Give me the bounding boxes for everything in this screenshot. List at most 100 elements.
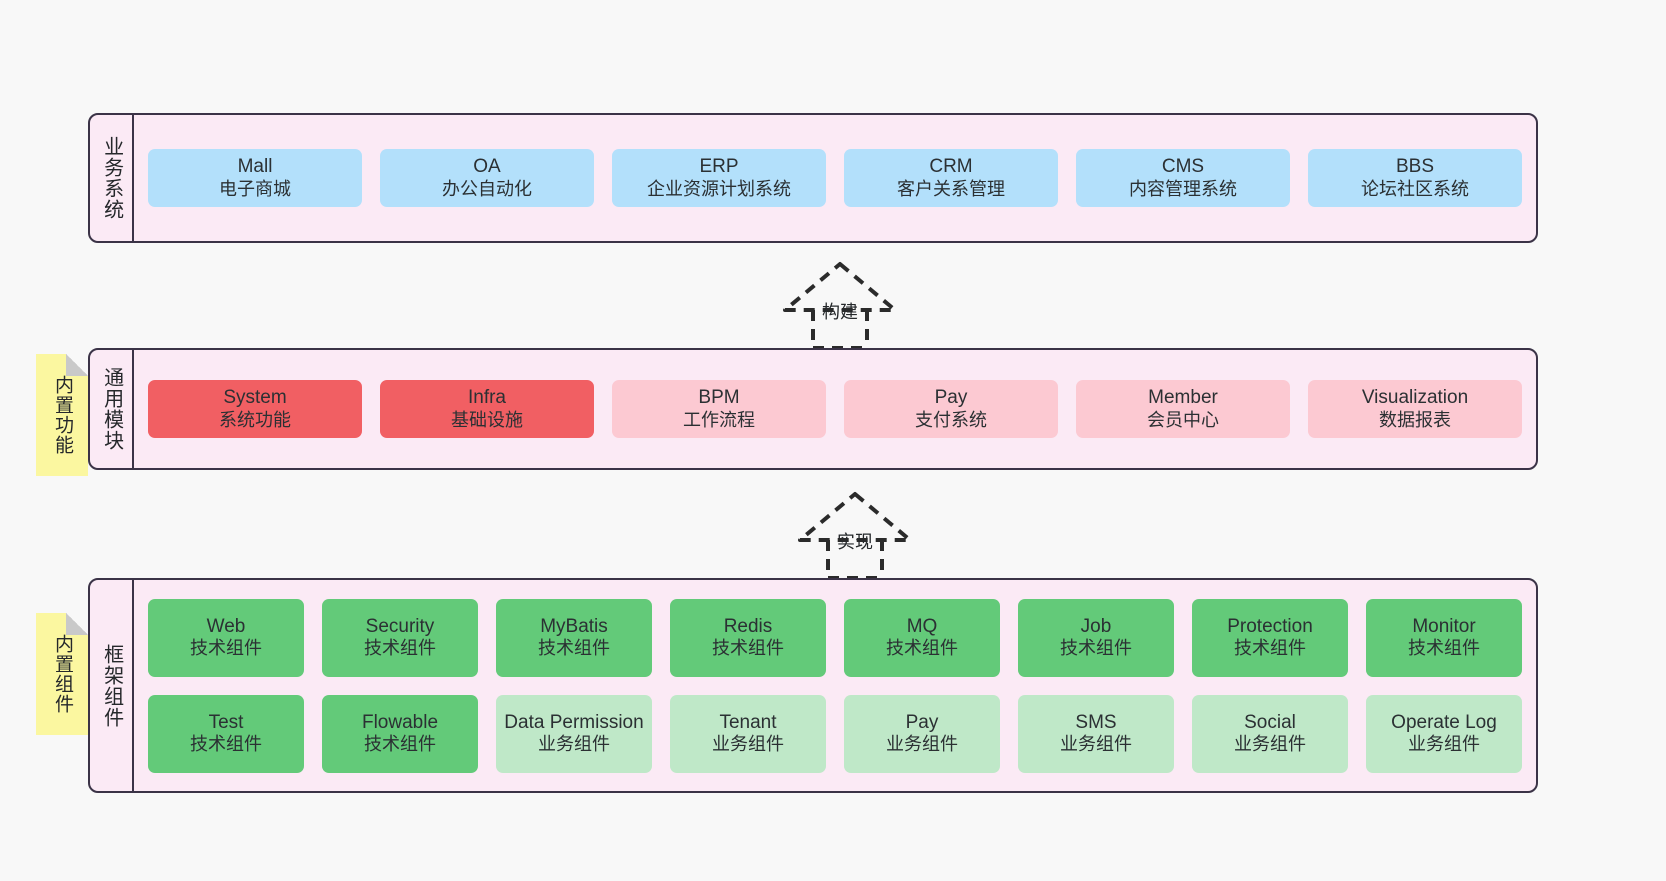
card-pay[interactable]: Pay 支付系统 bbox=[844, 380, 1058, 438]
card-title: MQ bbox=[906, 615, 938, 637]
card-title: ERP bbox=[699, 156, 739, 178]
card-subtitle: 论坛社区系统 bbox=[1361, 178, 1469, 199]
generalization-arrowhead-icon bbox=[783, 262, 897, 312]
card-subtitle: 技术组件 bbox=[712, 638, 784, 659]
note-label: 内置功能 bbox=[52, 375, 74, 455]
card-protection[interactable]: Protection 技术组件 bbox=[1192, 598, 1348, 677]
card-title: BBS bbox=[1395, 156, 1435, 178]
card-pay-biz[interactable]: Pay 业务组件 bbox=[844, 694, 1000, 773]
card-security[interactable]: Security 技术组件 bbox=[322, 598, 478, 677]
card-title: CMS bbox=[1161, 156, 1205, 178]
note-builtin-function: 内置功能 bbox=[36, 354, 88, 476]
card-redis[interactable]: Redis 技术组件 bbox=[670, 598, 826, 677]
card-subtitle: 业务组件 bbox=[538, 734, 610, 755]
card-title: Pay bbox=[905, 711, 939, 733]
connector-build: 构建 bbox=[755, 258, 925, 350]
card-subtitle: 技术组件 bbox=[364, 734, 436, 755]
card-tenant[interactable]: Tenant 业务组件 bbox=[670, 694, 826, 773]
card-mall[interactable]: Mall 电子商城 bbox=[148, 149, 362, 207]
card-title: Visualization bbox=[1361, 387, 1469, 409]
card-title: Security bbox=[365, 615, 435, 637]
card-title: Test bbox=[208, 711, 244, 733]
card-monitor[interactable]: Monitor 技术组件 bbox=[1366, 598, 1522, 677]
folded-corner-icon bbox=[66, 613, 88, 635]
card-row: Test 技术组件 Flowable 技术组件 Data Permission … bbox=[148, 694, 1522, 773]
card-title: Flowable bbox=[361, 711, 439, 733]
card-data-permission[interactable]: Data Permission 业务组件 bbox=[496, 694, 652, 773]
note-label: 内置组件 bbox=[52, 634, 74, 714]
card-subtitle: 企业资源计划系统 bbox=[647, 178, 791, 199]
card-subtitle: 支付系统 bbox=[915, 409, 987, 430]
card-title: CRM bbox=[929, 156, 973, 178]
card-oa[interactable]: OA 办公自动化 bbox=[380, 149, 594, 207]
card-sms[interactable]: SMS 业务组件 bbox=[1018, 694, 1174, 773]
card-title: Protection bbox=[1227, 615, 1313, 637]
card-subtitle: 技术组件 bbox=[190, 638, 262, 659]
card-title: Operate Log bbox=[1391, 711, 1497, 733]
layer-business-system: 业务系统 Mall 电子商城 OA 办公自动化 ERP 企业资源计划系统 CRM… bbox=[88, 113, 1538, 243]
card-flowable[interactable]: Flowable 技术组件 bbox=[322, 694, 478, 773]
layer-title-framework-component: 框架组件 bbox=[90, 580, 134, 791]
card-subtitle: 内容管理系统 bbox=[1129, 178, 1237, 199]
card-title: Infra bbox=[467, 387, 507, 409]
card-erp[interactable]: ERP 企业资源计划系统 bbox=[612, 149, 826, 207]
card-title: System bbox=[223, 387, 287, 409]
layer-framework-component: 框架组件 Web 技术组件 Security 技术组件 MyBatis 技术组件… bbox=[88, 578, 1538, 793]
card-member[interactable]: Member 会员中心 bbox=[1076, 380, 1290, 438]
card-web[interactable]: Web 技术组件 bbox=[148, 598, 304, 677]
connector-label: 实现 bbox=[837, 532, 873, 552]
card-subtitle: 业务组件 bbox=[1234, 734, 1306, 755]
card-subtitle: 技术组件 bbox=[1060, 638, 1132, 659]
card-row: Web 技术组件 Security 技术组件 MyBatis 技术组件 Redi… bbox=[148, 598, 1522, 677]
card-title: Social bbox=[1244, 711, 1296, 733]
card-bpm[interactable]: BPM 工作流程 bbox=[612, 380, 826, 438]
card-title: Data Permission bbox=[504, 711, 644, 733]
connector-label: 构建 bbox=[822, 302, 858, 322]
card-social[interactable]: Social 业务组件 bbox=[1192, 694, 1348, 773]
card-subtitle: 工作流程 bbox=[683, 409, 755, 430]
card-mq[interactable]: MQ 技术组件 bbox=[844, 598, 1000, 677]
connector-implement: 实现 bbox=[770, 488, 940, 580]
card-title: Monitor bbox=[1412, 615, 1476, 637]
card-job[interactable]: Job 技术组件 bbox=[1018, 598, 1174, 677]
card-title: OA bbox=[473, 156, 501, 178]
card-title: Pay bbox=[934, 387, 968, 409]
card-infra[interactable]: Infra 基础设施 bbox=[380, 380, 594, 438]
card-title: BPM bbox=[698, 387, 740, 409]
card-title: MyBatis bbox=[540, 615, 608, 637]
card-subtitle: 电子商城 bbox=[219, 178, 291, 199]
card-subtitle: 业务组件 bbox=[886, 734, 958, 755]
card-title: Job bbox=[1080, 615, 1112, 637]
card-title: Redis bbox=[723, 615, 773, 637]
card-title: Mall bbox=[237, 156, 273, 178]
card-subtitle: 会员中心 bbox=[1147, 409, 1219, 430]
card-subtitle: 办公自动化 bbox=[442, 178, 532, 199]
card-test[interactable]: Test 技术组件 bbox=[148, 694, 304, 773]
card-subtitle: 系统功能 bbox=[219, 409, 291, 430]
card-visualization[interactable]: Visualization 数据报表 bbox=[1308, 380, 1522, 438]
layer-body-common-module: System 系统功能 Infra 基础设施 BPM 工作流程 Pay 支付系统… bbox=[134, 350, 1536, 468]
card-bbs[interactable]: BBS 论坛社区系统 bbox=[1308, 149, 1522, 207]
generalization-arrowhead-icon bbox=[798, 492, 912, 542]
card-cms[interactable]: CMS 内容管理系统 bbox=[1076, 149, 1290, 207]
card-subtitle: 客户关系管理 bbox=[897, 178, 1005, 199]
card-subtitle: 技术组件 bbox=[538, 638, 610, 659]
folded-corner-icon bbox=[66, 354, 88, 376]
card-subtitle: 技术组件 bbox=[190, 734, 262, 755]
layer-body-framework-component: Web 技术组件 Security 技术组件 MyBatis 技术组件 Redi… bbox=[134, 580, 1536, 791]
note-builtin-component: 内置组件 bbox=[36, 613, 88, 735]
card-subtitle: 业务组件 bbox=[712, 734, 784, 755]
card-subtitle: 数据报表 bbox=[1379, 409, 1451, 430]
card-mybatis[interactable]: MyBatis 技术组件 bbox=[496, 598, 652, 677]
card-system[interactable]: System 系统功能 bbox=[148, 380, 362, 438]
card-row: System 系统功能 Infra 基础设施 BPM 工作流程 Pay 支付系统… bbox=[148, 380, 1522, 438]
layer-title-common-module: 通用模块 bbox=[90, 350, 134, 468]
card-title: Member bbox=[1148, 387, 1218, 409]
card-crm[interactable]: CRM 客户关系管理 bbox=[844, 149, 1058, 207]
layer-common-module: 通用模块 System 系统功能 Infra 基础设施 BPM 工作流程 Pay… bbox=[88, 348, 1538, 470]
card-subtitle: 技术组件 bbox=[364, 638, 436, 659]
card-operate-log[interactable]: Operate Log 业务组件 bbox=[1366, 694, 1522, 773]
card-subtitle: 业务组件 bbox=[1408, 734, 1480, 755]
layer-body-business-system: Mall 电子商城 OA 办公自动化 ERP 企业资源计划系统 CRM 客户关系… bbox=[134, 115, 1536, 241]
